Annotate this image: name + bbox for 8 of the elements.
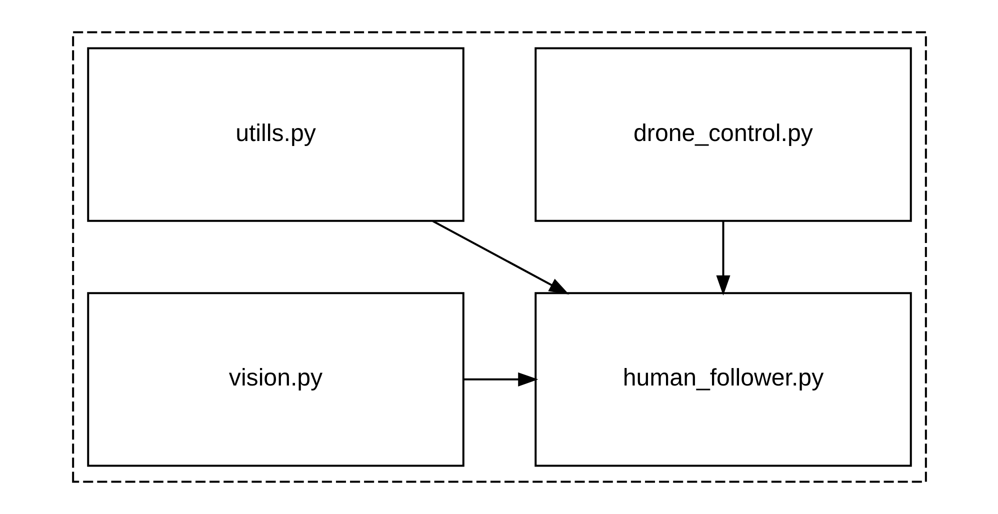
arrow: [432, 220, 569, 294]
node-box: vision.py: [86, 292, 464, 467]
arrow: [463, 372, 538, 386]
node-box: drone_control.py: [534, 47, 912, 222]
arrow: [716, 222, 730, 296]
node-box: human_follower.py: [534, 292, 912, 467]
node-box: utills.py: [86, 47, 464, 222]
cluster: [72, 31, 926, 483]
